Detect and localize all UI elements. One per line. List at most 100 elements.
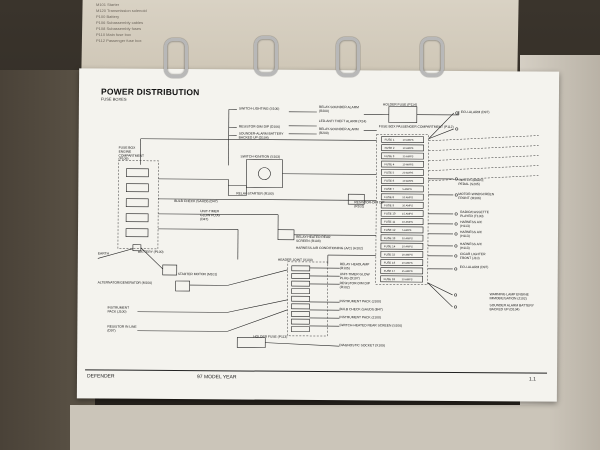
label-instrument-pack-left: INSTRUMENT PACK (J100) [107,305,130,314]
fuse-label: FUSE 11 [384,220,396,224]
binder-ring-2 [254,36,278,76]
passenger-fuse [380,201,424,209]
label-harness-ac: HARNESS A/C (H113) [460,219,483,228]
back-binder-page [81,0,519,72]
passenger-fuse [381,160,424,168]
back-page-list-item: M101 Starter [96,2,120,7]
label-holder-fuse-bottom: HOLDER FUSE (P113) [253,334,288,339]
label-ecu-alarm-right: ECU-ALARM (D97) [459,264,489,270]
label-harness-ac-3: HARNESS A/C (H113) [459,241,483,250]
header-joint-pin [291,295,310,302]
dashed-wire [428,135,539,142]
fuse-amp-label: 10 AMPS [402,261,413,265]
engine-fuse [125,228,149,238]
label-unit-timer-2: UNIT-TIMER GLOW PLUG (D107) [339,272,370,281]
label-switch-brake: SWITCH-BRAKE PEDAL (S205) [458,177,484,186]
header-joint-pin [291,303,310,310]
footer-model: DEFENDER [86,373,115,380]
label-starter-motor: STARTER MOTOR (M101) [177,272,218,277]
wire [427,282,453,296]
label-header-joint: HEADER JOINT (X100) [277,257,313,262]
passenger-fuse [381,185,424,193]
passenger-fuse [380,250,424,258]
fuse-label: FUSE 8 [384,195,394,199]
label-relay-heated-rear: RELAY-HEATED REAR SCREEN (R108) [295,234,331,243]
fuse-amp-label: 20 AMPS [402,253,413,257]
binder-ring-3 [336,37,360,77]
fuse-label: FUSE 1 [385,138,395,142]
back-page-list-item: P110 Main fuse box [96,32,132,37]
label-ecu-alarm-top: ECU-ALARM (D97) [460,109,490,115]
back-page-list-item: P108 Subassembly fuses [96,26,142,31]
dashed-wire [428,165,539,172]
label-radio-cassette: RADIO/CASSETTE PLAYER (T100) [460,209,489,218]
label-resistor-dim-dip-3: RESISTOR-DIM DIP (R102) [339,281,370,290]
fuse-amp-label: 15 AMPS [402,212,413,216]
fuse-label: FUSE 15 [384,252,396,256]
dashed-wire [428,155,539,162]
wire [97,248,133,259]
fuse-amp-label: 10 AMPS [403,146,414,150]
connector-terminal [454,222,458,226]
dim-dip-resistor [347,193,365,205]
fuse-amp-label: 15 AMPS [402,269,413,273]
passenger-fuse [380,218,424,226]
connector-terminal [454,244,458,248]
back-page-list-item: M120 Transmission solenoid [96,8,147,13]
heated-rear-relay [277,229,295,241]
fuse-label: FUSE 17 [384,269,396,273]
wire [158,228,239,230]
label-earth: EARTH [97,251,110,256]
wire [137,311,228,313]
fuse-label: FUSE 16 [384,261,396,265]
connector-terminal [454,305,457,309]
connector-terminal [455,127,459,131]
wire [158,198,377,201]
passenger-fuse [380,259,424,267]
label-switch-heated-rear: SWITCH-HEATED REAR SCREEN (S100) [339,323,403,328]
header-joint-pin [291,273,311,279]
label-resistor-dip: RESISTOR-DIM DIP (D106) [238,124,281,129]
battery-symbol [132,244,142,252]
fuse-amp-label: 5 AMPS [402,187,412,191]
fuse-amp-label: 20 AMPS [402,171,413,175]
label-instrument-pack-1: INSTRUMENT PACK (J100) [339,299,382,304]
connector-terminal [454,193,458,197]
fuse-amp-label: 10 AMPS [402,220,413,224]
fuse-amp-label: 15 AMPS [403,154,414,158]
fuse-amp-label: 10 AMPS [402,244,413,248]
label-switch-ignition: SWITCH-IGNITION (S103) [240,154,281,159]
engine-fuse [125,213,149,223]
label-relay-sounder-2: RELAY-SOUNDER ALARM (R200) [318,127,359,135]
passenger-fuse [380,234,424,242]
wire [227,309,288,332]
wire [158,213,279,216]
alternator-symbol [175,280,190,292]
label-bulb-check: BULB CHECK (SAUDI) (D47) [174,198,218,204]
wire [427,282,453,308]
fuse-label: FUSE 4 [384,162,394,166]
fuse-label: FUSE 12 [384,228,396,232]
passenger-fuse-box [375,134,429,286]
label-fuse-box-passenger: FUSE BOX PASSENGER COMPARTMENT (P112) [378,124,454,129]
fuse-amp-label: 10 AMPS [403,138,414,142]
header-joint-pin [291,265,311,272]
fuse-amp-label: 10 AMPS [402,162,413,166]
fuse-amp-label: 10 AMPS [402,203,413,207]
label-relay-starter: RELAY-STARTER (R100) [236,191,274,196]
wire [428,128,454,140]
starter-relay [227,185,247,196]
label-battery: BATTERY (P100) [137,249,164,254]
footer-page-number: 1.1 [528,376,536,383]
label-resistor-inline: RESISTOR IN LINE (D97) [107,324,137,333]
fuse-amp-label: 10 AMPS [402,236,413,240]
label-warning-lamp: WARNING LAMP ENGINE IMMOBILISATION (J102… [489,292,529,301]
label-instrument-pack-2: INSTRUMENT PACK (J100) [339,315,381,320]
wire [265,342,340,347]
label-cigar-lighter: CIGAR LIGHTER FRONT (J10) [459,251,486,260]
header-joint-pin [291,318,310,325]
starter-motor-symbol [162,264,178,276]
label-sounder-alarm-top: SOUNDER-ALARM BATTERY BACKED UP (D104) [238,131,284,140]
fuse-label: FUSE 13 [384,236,396,240]
